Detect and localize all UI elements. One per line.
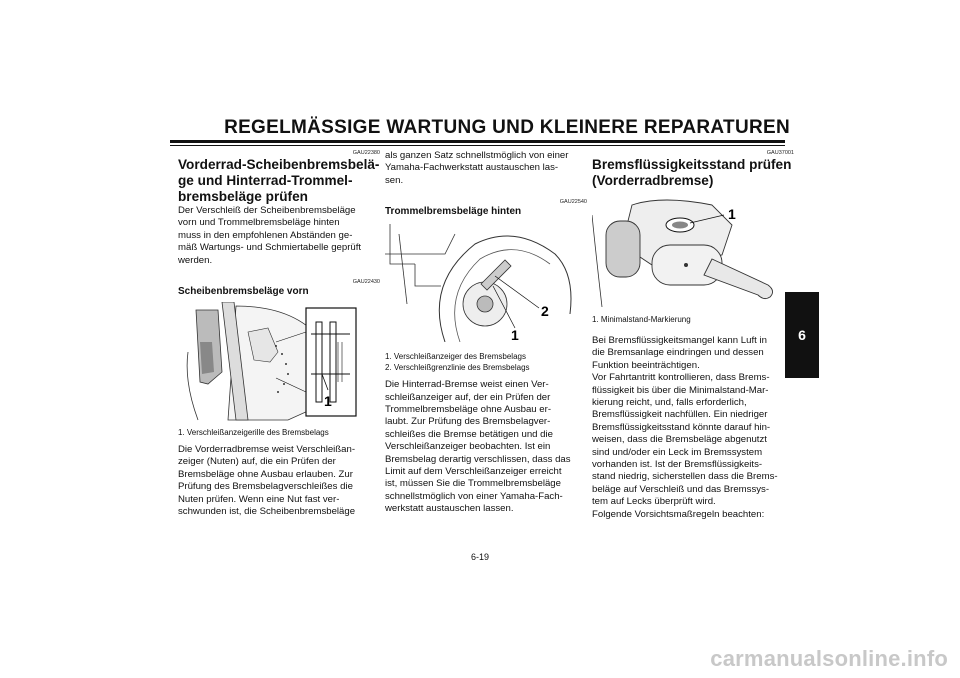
text-line: Verschleißanzeiger beobachten. Ist ein [385, 441, 551, 453]
text-line: vorhanden ist. Ist der Bremsflüssigkeits… [592, 459, 763, 471]
text-line: flüssigkeit bis über die Minimalstand-Ma… [592, 384, 769, 396]
front-brake-pad-illustration: 1 [178, 301, 358, 423]
text-line: Vor Fahrtantritt kontrollieren, dass Bre… [592, 372, 770, 384]
text-line: Bremsflüssigkeit nachfüllen. Ein niedrig… [592, 409, 768, 421]
text-line: die Bremsanlage eindringen und dessen [592, 347, 764, 359]
column-1: GAU22380 Vorderrad-Scheibenbremsbelä- ge… [178, 150, 380, 518]
text-line: werden. [178, 254, 213, 266]
section-heading: Vorderrad-Scheibenbremsbelä- ge und Hint… [178, 157, 380, 205]
caption-line: 2. Verschleißgrenzlinie des Bremsbelags [385, 363, 530, 373]
text-line: schleißanzeiger auf, der ein Prüfen der [385, 391, 551, 403]
text-line: muss in den empfohlenen Abständen ge- [178, 229, 353, 241]
text-line: sen. [385, 174, 404, 186]
text-line: zeiger (Nuten) auf, die ein Prüfen der [178, 456, 336, 468]
text-line: stand niedrig, sicherstellen dass die Br… [592, 471, 778, 483]
text-line: Bei Bremsflüssigkeitsmangel kann Luft in [592, 335, 767, 346]
text-line: Bremsbeläge ohne Ausbau erlauben. Zur [178, 468, 353, 480]
text-line: als ganzen Satz schnellstmöglich von ein… [385, 150, 569, 161]
text-line: Bremsflüssigkeitsstand könnte darauf hin… [592, 421, 771, 433]
page-header-title: REGELMÄSSIGE WARTUNG UND KLEINERE REPARA… [224, 117, 790, 138]
continued-paragraph: als ganzen Satz schnellstmöglich von ein… [385, 150, 587, 187]
section-heading: Bremsflüssigkeitsstand prüfen (Vorderrad… [592, 157, 794, 189]
figure-caption: 1. Minimalstand-Markierung [592, 315, 691, 324]
text-line: Der Verschleiß der Scheibenbremsbeläge [178, 205, 356, 216]
heading-line: (Vorderradbremse) [592, 173, 714, 188]
figure-callout-2: 2 [541, 303, 549, 319]
intro-paragraph: Der Verschleiß der Scheibenbremsbeläge v… [178, 205, 380, 267]
text-line: Die Hinterrad-Bremse weist einen Ver- [385, 379, 549, 391]
section-code: GAU22380 [352, 150, 380, 156]
text-line: mäß Wartungs- und Schmiertabelle geprüft [178, 242, 362, 254]
chapter-tab[interactable]: 6 [785, 292, 819, 378]
section-code: GAU37001 [766, 150, 794, 156]
text-line: Folgende Vorsichtsmaßregeln beachten: [592, 508, 765, 520]
text-line: Prüfung des Bremsbelagverschleißes die [178, 481, 353, 493]
text-line: Die Vorderradbremse weist Verschleißan- [178, 444, 356, 456]
heading-line: Bremsflüssigkeitsstand prüfen [592, 157, 792, 172]
subsection-heading: Trommelbremsbeläge hinten [385, 206, 522, 218]
body-paragraph: Bei Bremsflüssigkeitsmangel kann Luft in… [592, 335, 794, 521]
figure-caption: 1. Verschleißanzeigerille des Bremsbelag… [178, 428, 329, 438]
text-line: schleißes die Bremse betätigen und die [385, 428, 553, 440]
body-paragraph: Die Vorderradbremse weist Verschleißan- … [178, 444, 380, 518]
figure-callout-1: 1 [324, 393, 332, 409]
figure-caption: 1. Verschleißanzeiger des Bremsbelags 2.… [385, 351, 587, 373]
text-line: sind und/oder ein Leck im Bremssystem [592, 446, 763, 458]
heading-line: ge und Hinterrad-Trommel- [178, 173, 353, 188]
header-rule-thin [170, 145, 785, 146]
caption-line: 1. Verschleißanzeiger des Bremsbelags [385, 352, 526, 362]
header-rule-thick [170, 140, 785, 143]
heading-line: bremsbeläge prüfen [178, 189, 308, 204]
text-line: schwunden ist, die Scheibenbremsbeläge [178, 506, 356, 518]
text-line: Trommelbremsbeläge ohne Ausbau er- [385, 404, 552, 416]
text-line: Limit auf dem Verschleißanzeiger erreich… [385, 466, 562, 478]
heading-line: Vorderrad-Scheibenbremsbelä- [178, 157, 380, 172]
text-line: Yamaha-Fachwerkstatt austauschen las- [385, 162, 559, 174]
text-line: Bremsbelag derartig verschlissen, dass d… [385, 453, 571, 465]
column-3: GAU37001 Bremsflüssigkeitsstand prüfen (… [591, 150, 794, 521]
section-code: GAU22430 [352, 279, 380, 286]
text-line: Funktion beeinträchtigen. [592, 359, 700, 371]
text-line: ist, müssen Sie die Trommelbremsbeläge [385, 478, 561, 490]
text-line: weisen, dass die Bremsbeläge abgenutzt [592, 434, 767, 446]
column-2: als ganzen Satz schnellstmöglich von ein… [385, 150, 587, 516]
figure-callout-1: 1 [511, 327, 519, 342]
text-line: schnellstmöglich von einer Yamaha-Fach- [385, 490, 563, 502]
watermark: carmanualsonline.info [710, 646, 948, 671]
text-line: werkstatt austauschen lassen. [385, 503, 514, 515]
rear-drum-brake-illustration: 2 1 [385, 224, 575, 343]
text-line: vorn und Trommelbremsbeläge hinten [178, 217, 340, 229]
page-number: 6-19 [470, 552, 489, 562]
text-line: beläge auf Verschleiß und das Bremssys- [592, 483, 770, 495]
figure-callout-1: 1 [728, 206, 736, 222]
text-line: Nuten prüfen. Wenn eine Nut fast ver- [178, 493, 340, 505]
text-line: laubt. Zur Prüfung des Bremsbelagver- [385, 416, 551, 428]
brake-fluid-reservoir-illustration: 1 [591, 195, 782, 308]
body-paragraph: Die Hinterrad-Bremse weist einen Ver- sc… [385, 379, 587, 515]
text-line: tem auf Lecks überprüft wird. [592, 496, 716, 508]
text-line: kierung reicht, und, falls erforderlich, [592, 397, 747, 409]
section-code: GAU22540 [559, 199, 587, 206]
subsection-heading: Scheibenbremsbeläge vorn [178, 286, 309, 298]
